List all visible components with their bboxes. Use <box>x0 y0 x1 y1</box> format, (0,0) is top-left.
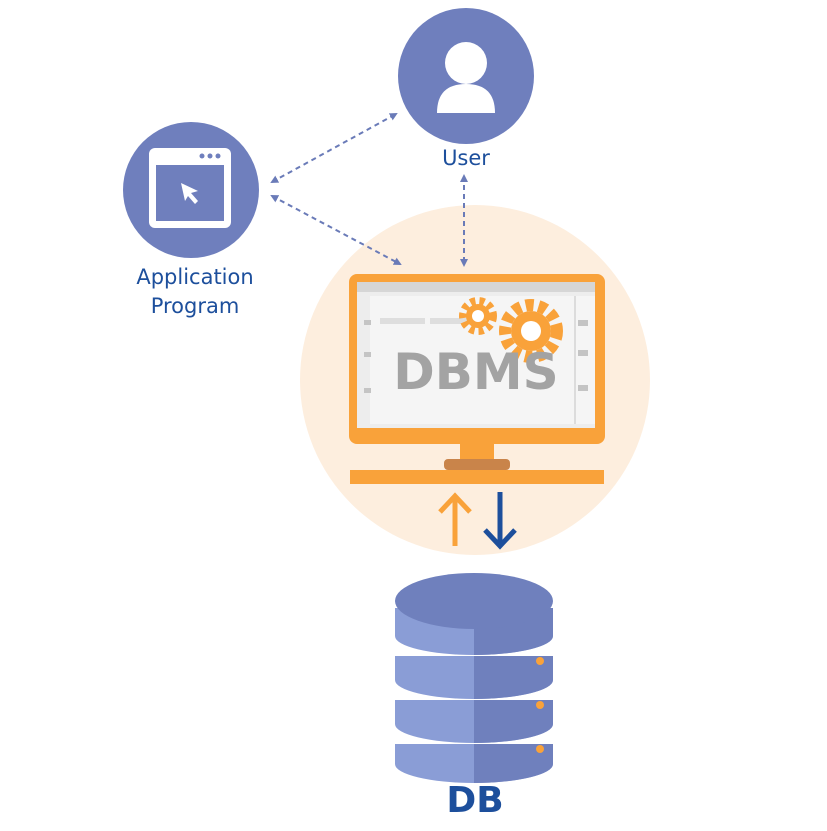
user-label: User <box>442 146 490 170</box>
person-icon <box>437 42 495 113</box>
dbms-label: DBMS <box>393 343 559 401</box>
monitor-gears-icon <box>349 274 605 484</box>
up-arrow-icon <box>438 492 472 546</box>
application-label-line2: Program <box>150 294 240 318</box>
application-node <box>123 122 259 258</box>
app-dbms-connector <box>270 195 402 265</box>
browser-window-cursor-icon <box>149 148 231 228</box>
gear-icon <box>459 297 497 335</box>
application-program-label: Application Program <box>100 263 290 321</box>
user-node <box>398 8 534 144</box>
gear-icon <box>499 299 563 363</box>
down-arrow-icon <box>483 492 517 550</box>
db-label: DB <box>446 780 504 821</box>
application-label-line1: Application <box>136 265 254 289</box>
database-cylinder-icon <box>395 573 553 783</box>
app-user-connector <box>270 113 398 183</box>
